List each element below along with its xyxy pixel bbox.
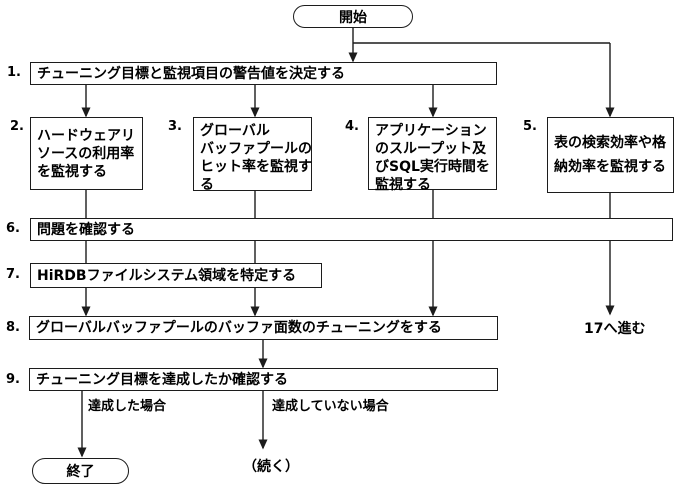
end-terminal: 終了 xyxy=(32,458,129,484)
step-box-9: チューニング目標を達成したか確認する xyxy=(29,368,498,391)
branch-not-achieved-label: 達成していない場合 xyxy=(272,399,389,414)
step-box-2: ハードウェアリ ソースの利用率 を監視する xyxy=(30,117,143,190)
goto-17-label: 17へ進む xyxy=(584,321,646,337)
step-box-1: チューニング目標と監視項目の警告値を決定する xyxy=(30,62,497,85)
step-number-9: 9. xyxy=(6,372,20,387)
step-number-2: 2. xyxy=(10,119,24,134)
step-number-1: 1. xyxy=(7,65,21,80)
step-number-6: 6. xyxy=(6,221,20,236)
step-box-5: 表の検索効率や格 納効率を監視する xyxy=(547,117,674,193)
branch-achieved-label: 達成した場合 xyxy=(88,399,167,414)
continue-label: （続く） xyxy=(243,459,299,475)
step-number-7: 7. xyxy=(6,267,20,282)
step-number-3: 3. xyxy=(168,119,182,134)
step-box-4: アプリケーション のスループット及 びSQL実行時間を 監視する xyxy=(368,117,497,193)
step-box-6: 問題を確認する xyxy=(30,218,673,241)
step-box-8: グローバルバッファプールのバッファ面数のチューニングをする xyxy=(29,316,498,340)
step-number-4: 4. xyxy=(345,119,359,134)
step-box-3: グローバル バッファプールの ヒット率を監視す る xyxy=(193,117,312,193)
step-number-8: 8. xyxy=(6,320,20,335)
step-box-7: HiRDBファイルシステム領域を特定する xyxy=(30,263,322,288)
step-number-5: 5. xyxy=(523,119,537,134)
start-terminal: 開始 xyxy=(293,5,413,28)
